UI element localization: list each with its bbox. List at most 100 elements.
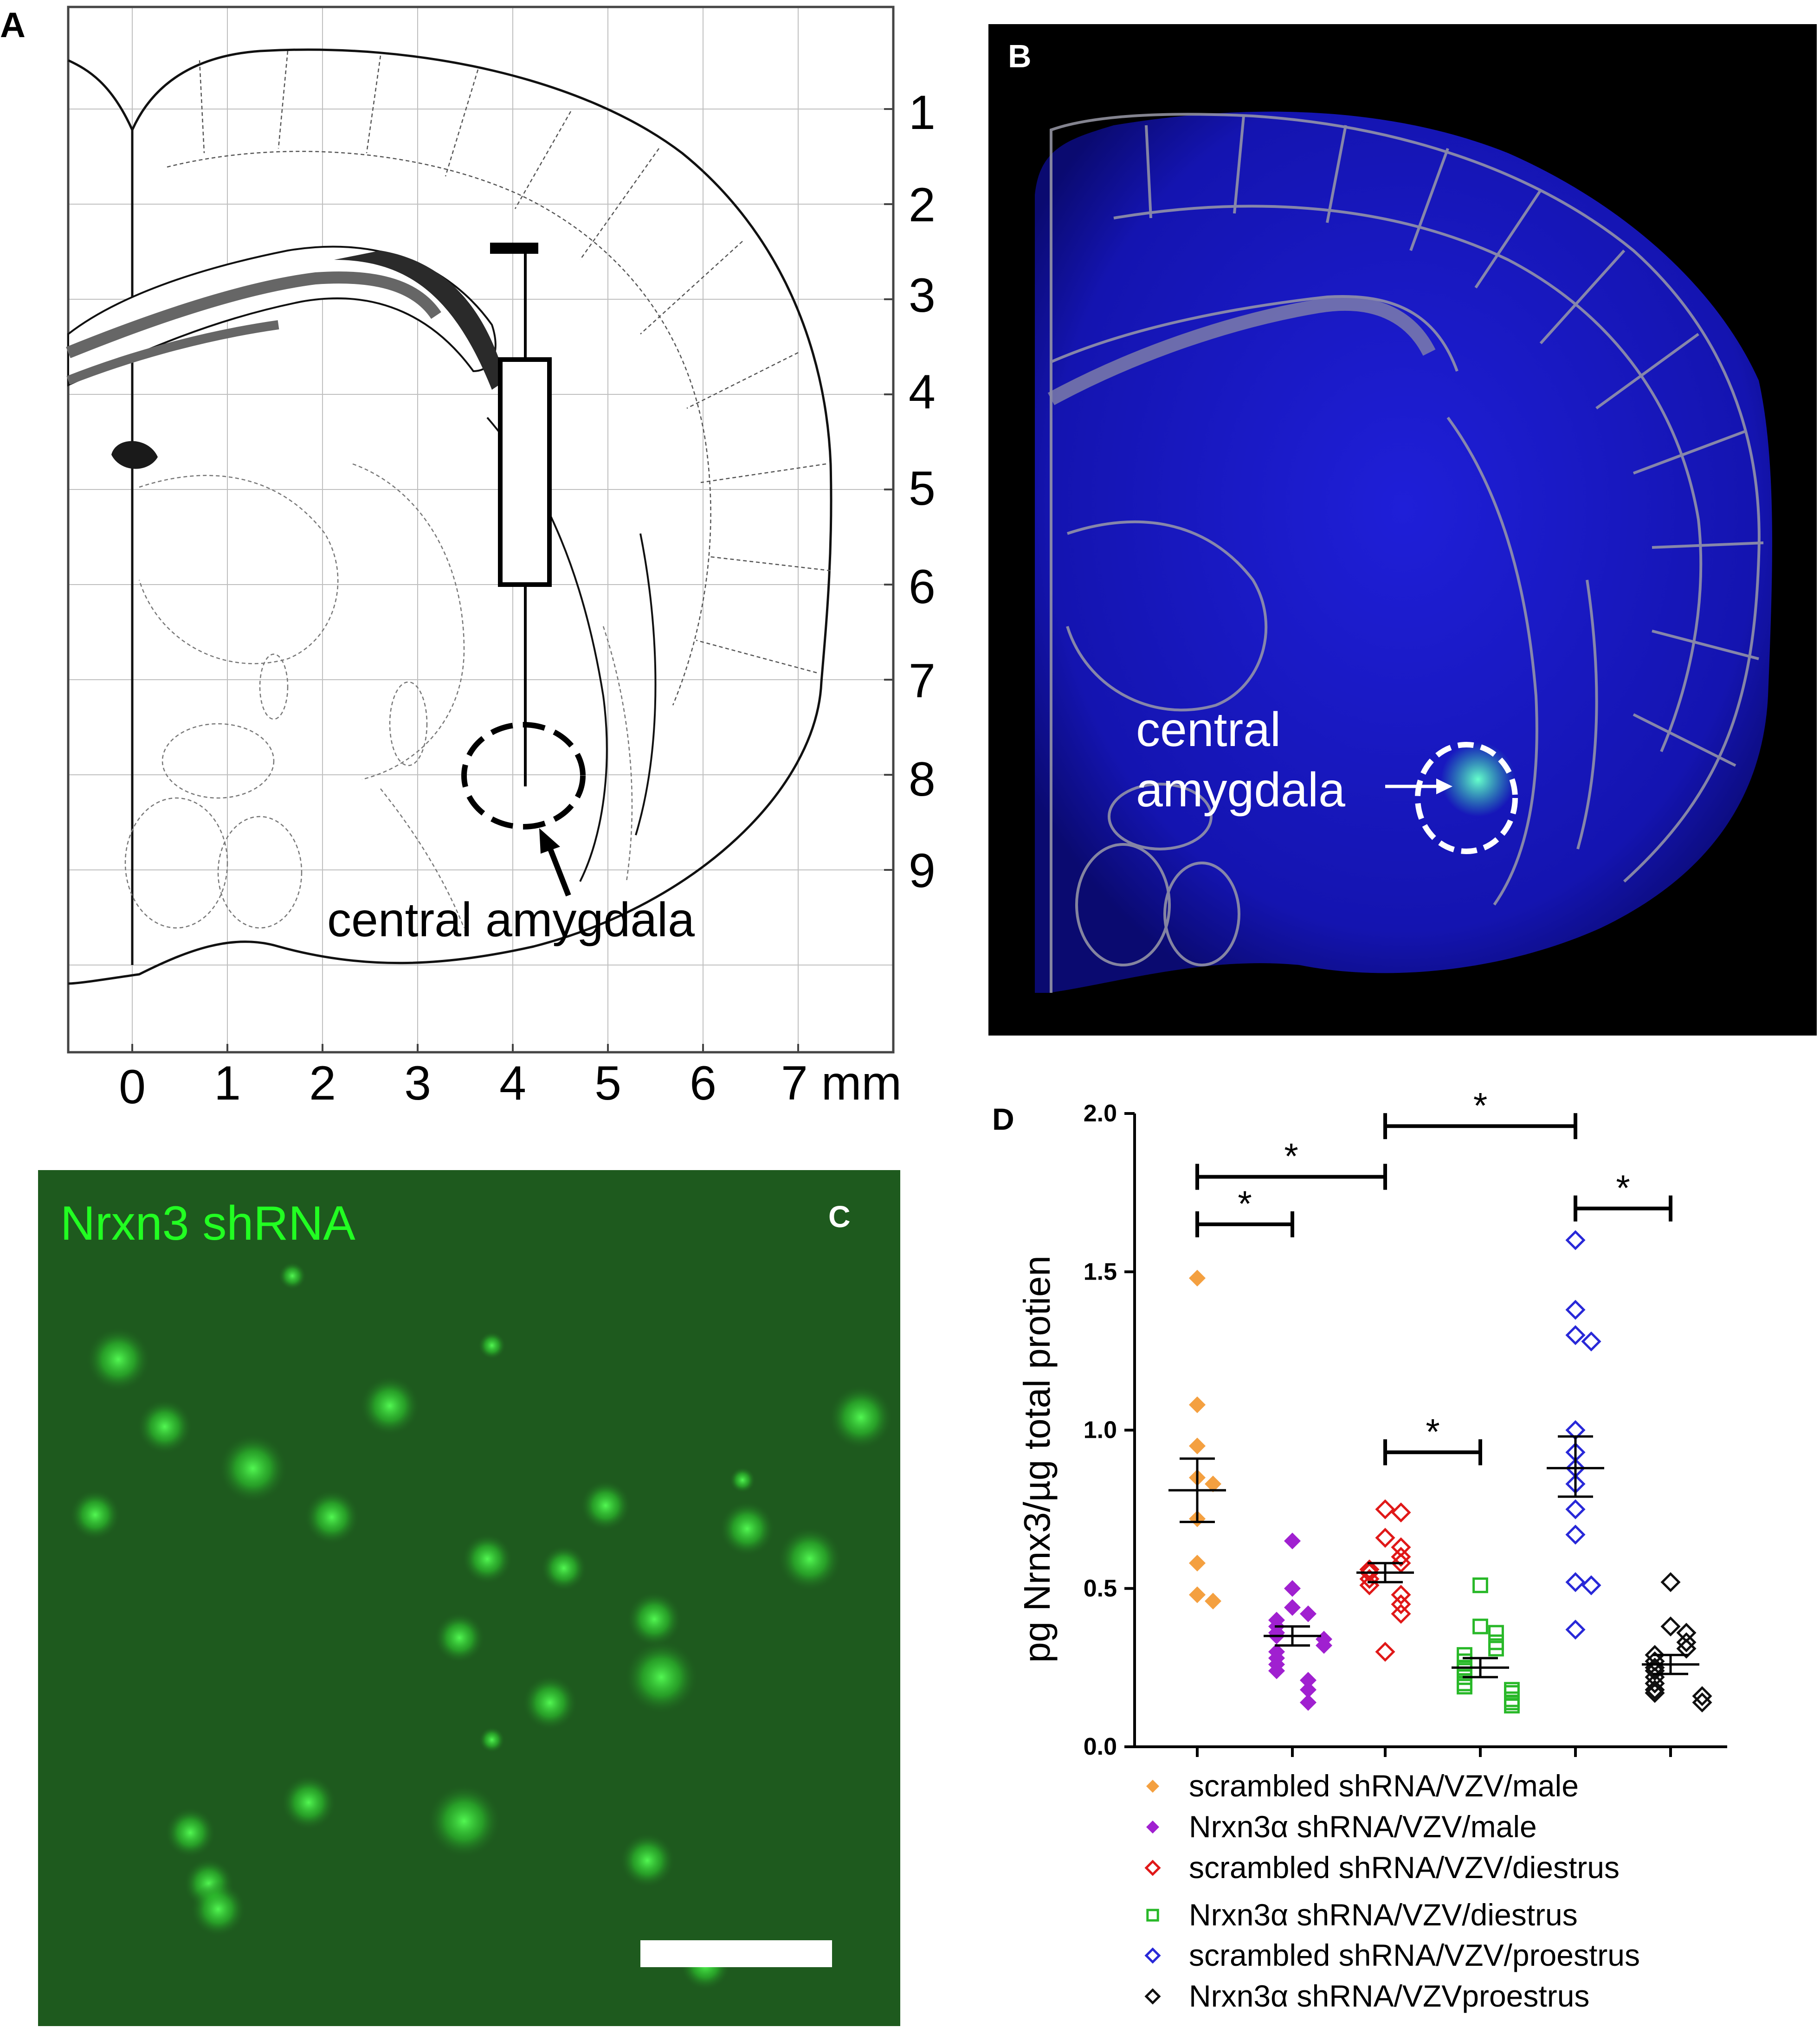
cortical-layers — [167, 51, 831, 706]
cannula-schematic — [490, 243, 552, 786]
data-point — [1189, 1269, 1206, 1287]
legend-label: scrambled shRNA/VZV/male — [1189, 1769, 1579, 1803]
data-point — [1268, 1662, 1285, 1680]
significance-star: * — [1284, 1136, 1298, 1177]
legend-label: scrambled shRNA/VZV/diestrus — [1189, 1850, 1620, 1885]
data-point — [1375, 1641, 1395, 1662]
data-point — [1284, 1599, 1301, 1616]
data-point — [1645, 1660, 1665, 1681]
legend-label: Nrxn3α shRNA/VZV/diestrus — [1189, 1898, 1578, 1932]
data-point — [1300, 1605, 1317, 1622]
pointer-arrow-icon — [539, 828, 571, 897]
data-point — [1565, 1230, 1586, 1250]
data-point — [1205, 1475, 1221, 1493]
legend-label: Nrxn3α shRNA/VZV/male — [1189, 1809, 1537, 1844]
depth-label: 7 — [909, 654, 936, 708]
data-point — [1284, 1532, 1301, 1550]
data-point — [1189, 1437, 1206, 1454]
panel-c-title: Nrxn3 shRNA — [60, 1197, 355, 1250]
panel-b-letter: B — [1008, 38, 1032, 74]
depth-labels: 1 2 3 4 5 6 7 8 9 — [909, 86, 936, 898]
significance-star: * — [1238, 1183, 1252, 1224]
data-point — [1676, 1638, 1697, 1659]
data-point — [1645, 1680, 1665, 1700]
data-point — [1391, 1546, 1411, 1567]
data-point — [1692, 1686, 1712, 1706]
depth-label: 8 — [909, 753, 936, 806]
y-tick-label: 1.0 — [1084, 1417, 1117, 1444]
data-point — [1316, 1637, 1332, 1654]
data-point — [1660, 1616, 1681, 1637]
chart-data-points — [1189, 1230, 1712, 1714]
data-point — [1300, 1694, 1317, 1711]
legend-marker — [1144, 1947, 1161, 1964]
data-point — [1645, 1673, 1665, 1694]
data-point — [1457, 1679, 1472, 1695]
panel-d: D pg Nrnx3/µg total protien 0.00.51.01.5… — [992, 1085, 1727, 2013]
data-point — [1692, 1692, 1712, 1712]
legend-marker — [1146, 1909, 1159, 1922]
ml-labels: 0 1 2 3 4 5 6 7 mm — [119, 1056, 902, 1114]
panel-a-letter: A — [0, 6, 26, 45]
depth-label: 1 — [909, 86, 936, 140]
data-point — [1488, 1625, 1504, 1641]
data-point — [1504, 1698, 1520, 1714]
atlas-ticks — [131, 108, 893, 1052]
data-point — [1391, 1502, 1411, 1523]
data-point — [1189, 1555, 1206, 1572]
data-point — [1660, 1572, 1681, 1592]
central-amygdala-outline — [461, 722, 586, 830]
data-point — [1189, 1586, 1206, 1603]
ml-label: 4 — [499, 1056, 526, 1110]
data-point — [1375, 1499, 1395, 1519]
data-point — [1565, 1499, 1586, 1519]
y-axis-title: pg Nrnx3/µg total protien — [1016, 1255, 1058, 1663]
y-tick-label: 1.5 — [1084, 1258, 1117, 1285]
chart-axes: 0.0 0.5 1.0 1.5 2.0 — [1084, 1100, 1727, 1760]
data-point — [1504, 1694, 1520, 1711]
central-label-line1: central — [1136, 703, 1281, 757]
legend-marker — [1144, 1860, 1161, 1876]
depth-label: 9 — [909, 844, 936, 898]
data-point — [1565, 1525, 1586, 1545]
data-point — [1189, 1396, 1206, 1413]
atlas-frame — [67, 6, 895, 1054]
data-point — [1359, 1569, 1380, 1589]
depth-label: 3 — [909, 269, 936, 322]
y-tick-label: 0.5 — [1084, 1575, 1117, 1602]
data-point — [1488, 1641, 1504, 1657]
ml-label: 2 — [309, 1056, 336, 1110]
y-tick-label: 0.0 — [1084, 1733, 1117, 1760]
data-point — [1676, 1632, 1697, 1653]
legend-marker — [1146, 1821, 1159, 1834]
central-amygdala-label: central amygdala — [327, 893, 695, 947]
fluorescent-cells — [70, 1262, 893, 1990]
overlay-atlas-lines — [1050, 113, 1764, 993]
brain-section-outline — [67, 48, 833, 985]
hippocampus-overlay — [1047, 296, 1436, 405]
pointer-arrow-icon — [1385, 779, 1452, 794]
data-point — [1565, 1572, 1586, 1592]
legend-label: Nrxn3α shRNA/VZVproestrus — [1189, 1979, 1589, 2013]
data-point — [1205, 1593, 1221, 1610]
ml-label: 1 — [214, 1056, 241, 1110]
depth-label: 2 — [909, 178, 936, 232]
data-point — [1565, 1325, 1586, 1345]
data-point — [1391, 1603, 1411, 1624]
data-point — [1300, 1672, 1317, 1689]
legend-marker — [1144, 1988, 1161, 2005]
depth-label: 6 — [909, 560, 936, 614]
data-point — [1565, 1619, 1586, 1640]
data-point — [1645, 1683, 1665, 1703]
data-point — [1391, 1584, 1411, 1605]
legend-label: scrambled shRNA/VZV/proestrus — [1189, 1938, 1640, 1972]
ml-label: 0 — [119, 1060, 146, 1114]
depth-label: 5 — [909, 462, 936, 515]
data-point — [1581, 1575, 1601, 1596]
y-tick-label: 2.0 — [1084, 1100, 1117, 1127]
depth-label: 4 — [909, 365, 936, 419]
ml-label: 7 mm — [781, 1056, 902, 1110]
data-point — [1565, 1300, 1586, 1320]
significance-star: * — [1426, 1411, 1439, 1452]
